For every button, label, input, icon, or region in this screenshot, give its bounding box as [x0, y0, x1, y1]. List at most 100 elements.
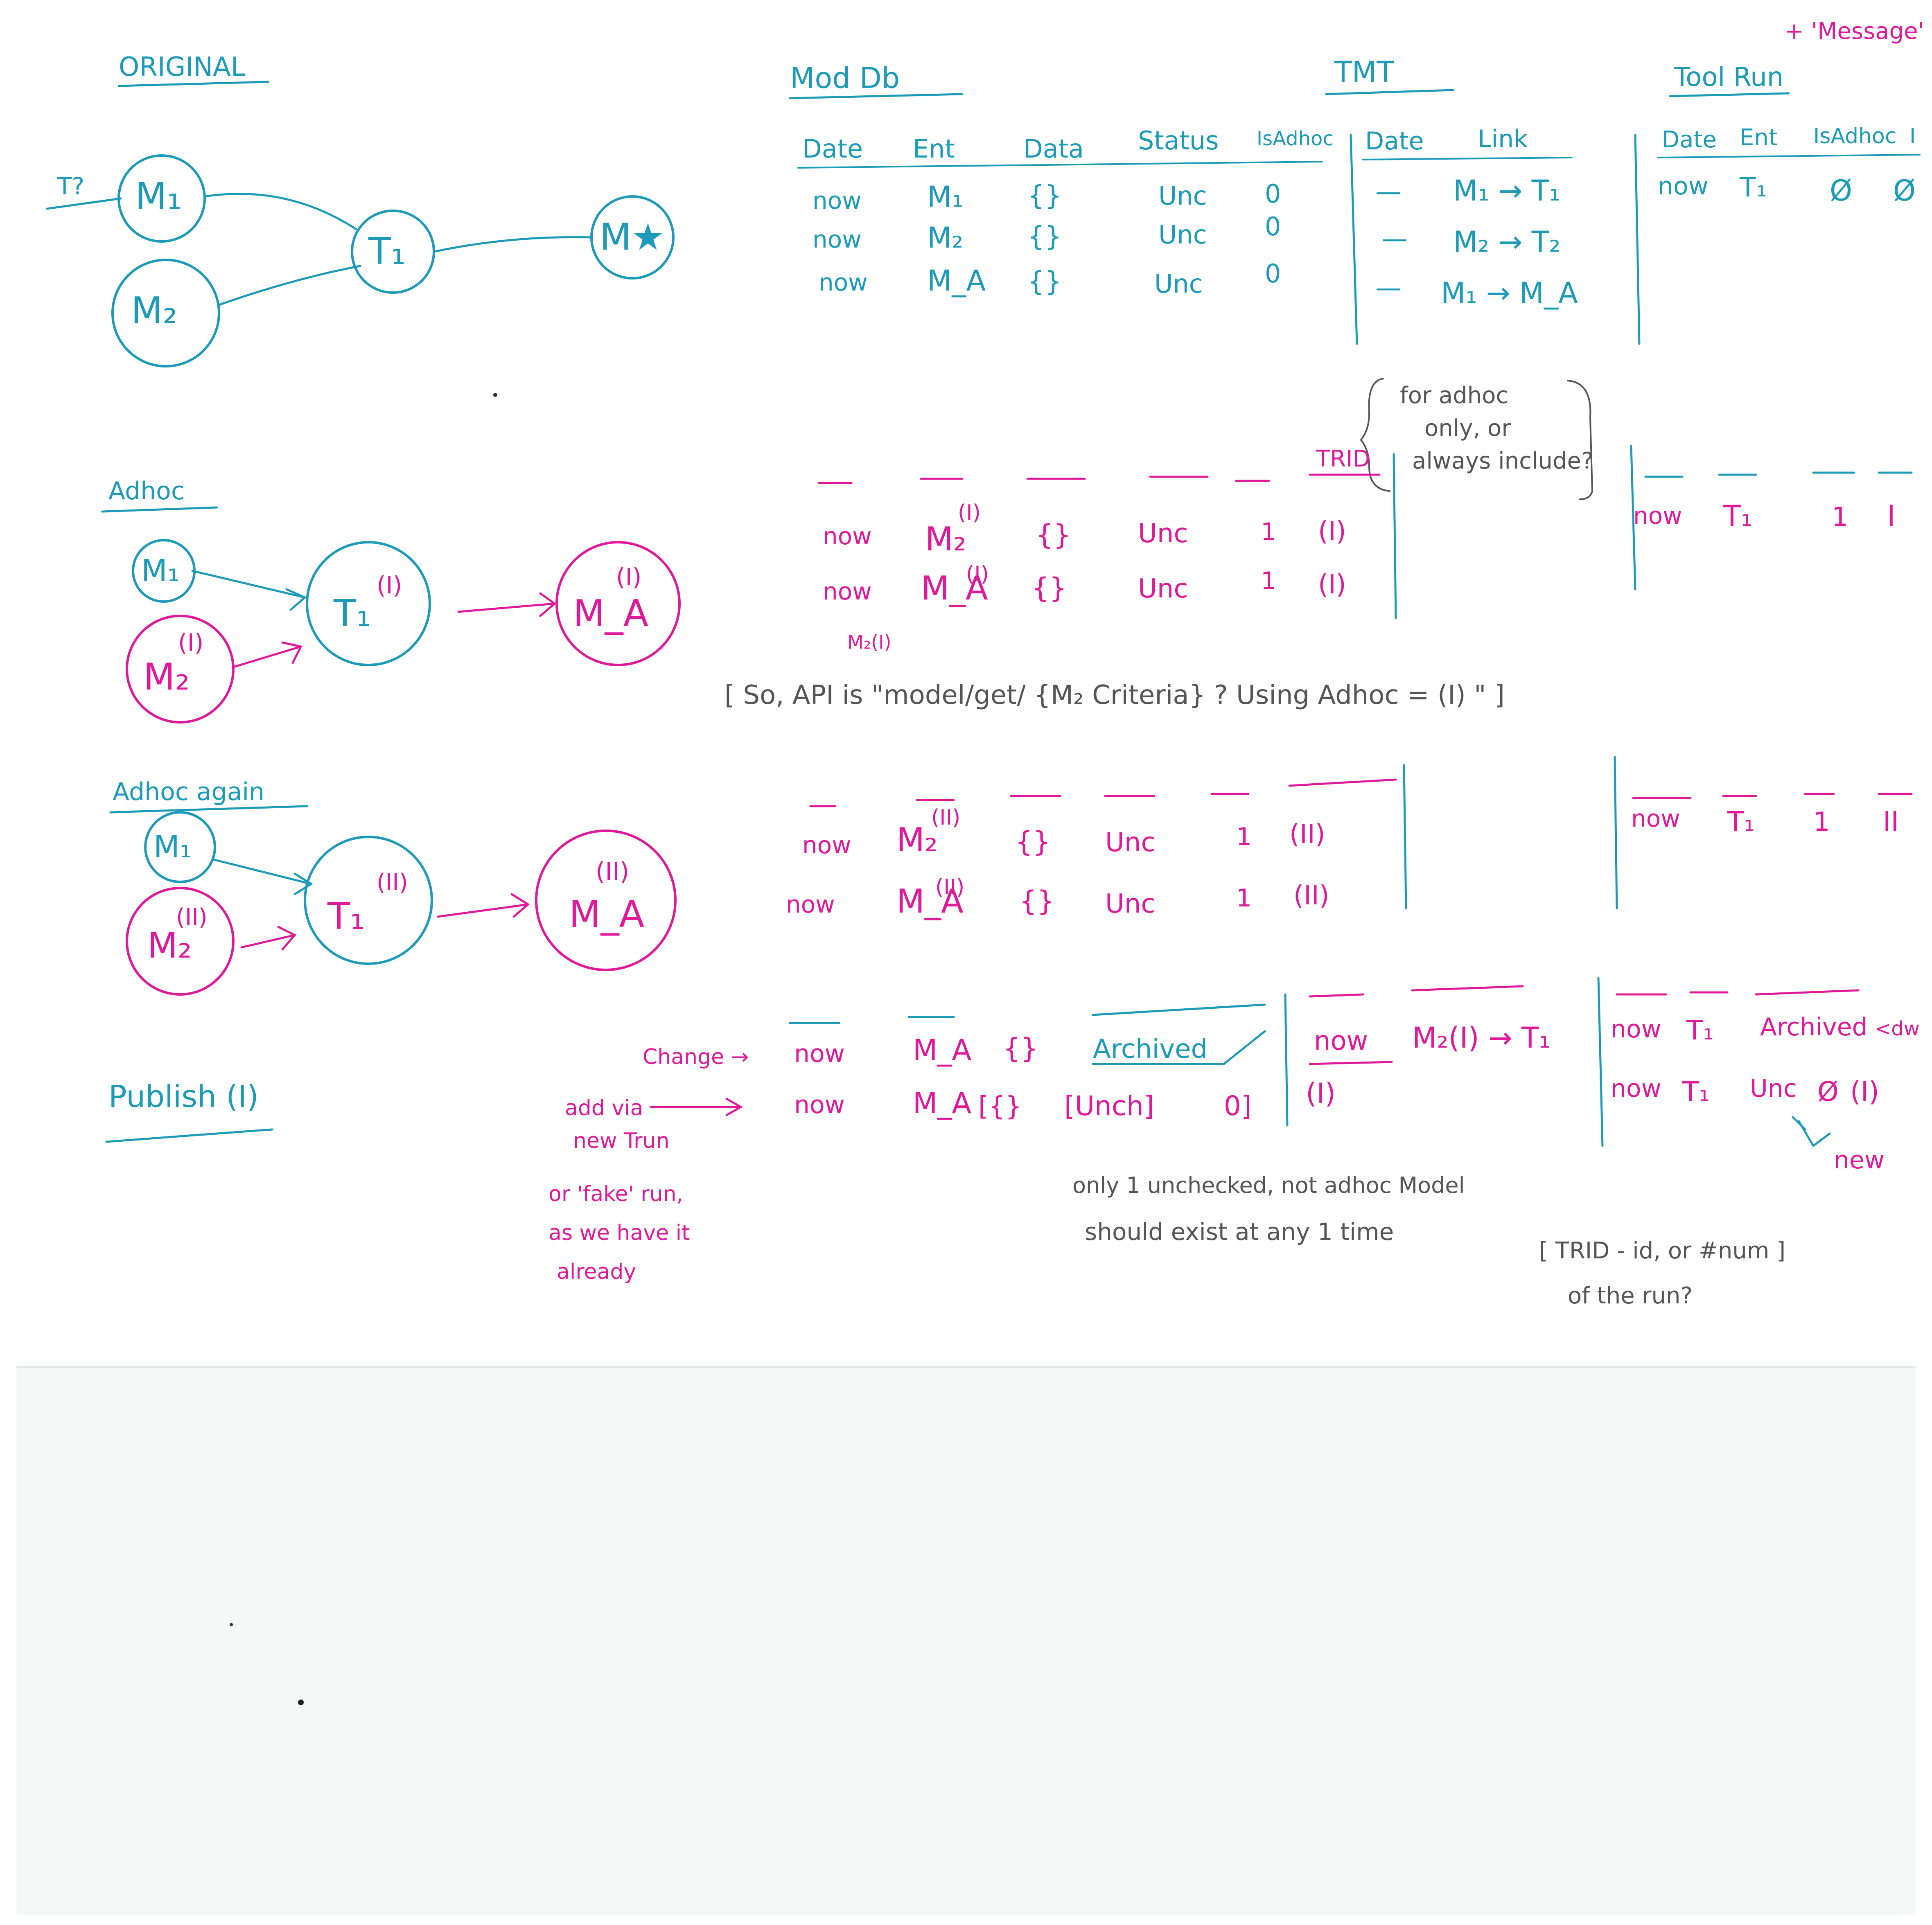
publish-r1-data: {} [1003, 1032, 1038, 1065]
mod-db-header-date: Date [802, 134, 863, 164]
publish-tmt-date: now [1314, 1026, 1368, 1056]
publish-r1-ent: M_A [913, 1033, 971, 1067]
again-node-m2-sup: (II) [176, 904, 208, 931]
tmt-r1-date: — [1375, 177, 1402, 207]
mod-db-r3-ent: M_A [927, 264, 986, 298]
adhoc-r1-isadhoc: 1 [1261, 518, 1276, 546]
publish-r2-status: [Unch] [1064, 1090, 1154, 1122]
adhoc-node-m1-label: M₁ [141, 553, 180, 588]
section-original: ORIGINAL [119, 52, 246, 82]
note-trid-l1: [ TRID - id, or #num ] [1539, 1238, 1785, 1264]
again-r2-date: now [786, 890, 835, 918]
publish-toolrun-r2-status: Unc [1750, 1074, 1797, 1103]
toolrun-title: Tool Run [1674, 62, 1783, 92]
mod-db-r3-status: Unc [1154, 269, 1203, 299]
again-r1-ent: M₂ [896, 821, 938, 859]
mod-db-header-data: Data [1023, 134, 1084, 164]
publish-r2-ent: M_A [913, 1086, 971, 1120]
message-note: + 'Message' [1785, 18, 1924, 45]
publish-add-l1: add via [565, 1096, 643, 1120]
publish-toolrun-r1-status: Archived [1760, 1013, 1868, 1041]
toolrun-header-date: Date [1662, 126, 1717, 153]
adhoc-toolrun-ent: T₁ [1723, 499, 1752, 533]
mod-db-header-ent: Ent [913, 134, 955, 164]
publish-toolrun-r2-ent: T₁ [1682, 1076, 1710, 1107]
mod-db-header-status: Status [1138, 126, 1219, 156]
adhoc-r2-trid: (I) [1318, 570, 1346, 600]
adhoc-r1-date: now [823, 522, 872, 550]
again-tmt-divider [1403, 764, 1407, 910]
node-m2-label: M₂ [131, 289, 178, 332]
publish-toolrun-r2-isadhoc: Ø [1817, 1076, 1839, 1107]
mod-db-r3-date: now [819, 268, 868, 296]
adhoc-r1-data: {} [1036, 519, 1071, 551]
note-unchecked-l1: only 1 unchecked, not adhoc Model [1072, 1172, 1465, 1198]
tmt-r2-link: M₂ → T₂ [1453, 225, 1560, 259]
again-r1-ent-sup: (II) [931, 805, 960, 830]
publish-tmt-divider [1284, 993, 1289, 1127]
adhoc-toolrun-date: now [1633, 502, 1682, 530]
again-edge-t1-ma [437, 893, 530, 918]
adhoc-node-ma-sup: (I) [616, 563, 641, 591]
node-t1-label: T₁ [368, 230, 406, 273]
publish-r2-isadhoc: 0] [1224, 1090, 1252, 1122]
toolrun-header-isadhoc: IsAdhoc [1813, 124, 1896, 149]
api-note-insert: M₂(I) [847, 631, 892, 653]
adhoc-node-ma-label: M_A [573, 592, 648, 635]
underline [117, 81, 269, 87]
toolrun-r1-ent: T₁ [1739, 171, 1767, 203]
section-adhoc-again: Adhoc again [113, 778, 264, 806]
edge-m1-t1 [203, 193, 357, 230]
again-node-m2 [126, 887, 235, 996]
adhoc-tmt-divider [1393, 453, 1397, 619]
mod-db-r2-data: {} [1027, 221, 1062, 252]
node-m1-label: M₁ [135, 175, 182, 218]
note-unchecked-l2: should exist at any 1 time [1085, 1218, 1394, 1246]
note-bracket-right [1567, 380, 1593, 500]
node-m2 [111, 259, 220, 367]
adhoc-r1-ent: M₂ [925, 520, 966, 558]
note-adhoc-l3: always include? [1412, 448, 1593, 474]
adhoc-edge-m2-t1 [232, 641, 302, 668]
again-r2-trid: (II) [1293, 881, 1329, 911]
publish-toolrun-r1-date: now [1611, 1015, 1661, 1044]
adhoc-r2-isadhoc: 1 [1261, 567, 1276, 595]
publish-toolrun-divider [1597, 977, 1604, 1147]
tmt-r1-link: M₁ → T₁ [1453, 174, 1560, 207]
publish-toolrun-r1-ent: T₁ [1686, 1014, 1714, 1046]
edge-m2-t1 [218, 265, 361, 306]
again-r1-status: Unc [1105, 827, 1156, 858]
again-r2-status: Unc [1105, 889, 1156, 919]
adhoc-edge-m1-t1 [191, 570, 307, 611]
toolrun-r1-extra: Ø [1893, 174, 1916, 207]
tmt-r3-date: — [1375, 273, 1402, 303]
note-adhoc-l2: only, or [1424, 415, 1511, 442]
again-edge-m1-t1 [212, 858, 313, 895]
adhoc-r2-date: now [823, 577, 872, 605]
publish-r2-date: now [794, 1091, 845, 1119]
toolrun-r1-isadhoc: Ø [1830, 174, 1852, 207]
publish-add-l2: new Trun [573, 1129, 669, 1153]
mod-db-r2-status: Unc [1158, 220, 1207, 250]
publish-toolrun-r2-date: now [1611, 1074, 1661, 1103]
mod-db-r1-date: now [813, 187, 862, 214]
paper-lower [16, 1367, 1916, 1915]
publish-tmt-trid: (I) [1306, 1077, 1336, 1110]
adhoc-node-m2 [126, 615, 235, 724]
again-node-ma-sup: (II) [596, 857, 629, 886]
again-node-ma [535, 830, 677, 971]
again-node-m1-label: M₁ [153, 830, 192, 865]
again-r1-trid: (II) [1289, 819, 1325, 850]
mod-db-r1-data: {} [1027, 180, 1062, 211]
adhoc-node-m2-label: M₂ [143, 656, 190, 699]
tmt-r2-date: — [1381, 224, 1408, 254]
again-toolrun-divider [1614, 756, 1618, 910]
adhoc-r2-ent: M_A [921, 569, 988, 607]
mod-db-r1-status: Unc [1158, 181, 1207, 211]
adhoc-r2-ent-sup: (I) [966, 562, 989, 586]
adhoc-toolrun-trid: I [1887, 499, 1896, 533]
note-brace-left [1360, 378, 1390, 492]
api-note: [ So, API is "model/get/ {M₂ Criteria} ?… [724, 680, 1505, 710]
mod-db-r2-ent: M₂ [927, 221, 963, 255]
